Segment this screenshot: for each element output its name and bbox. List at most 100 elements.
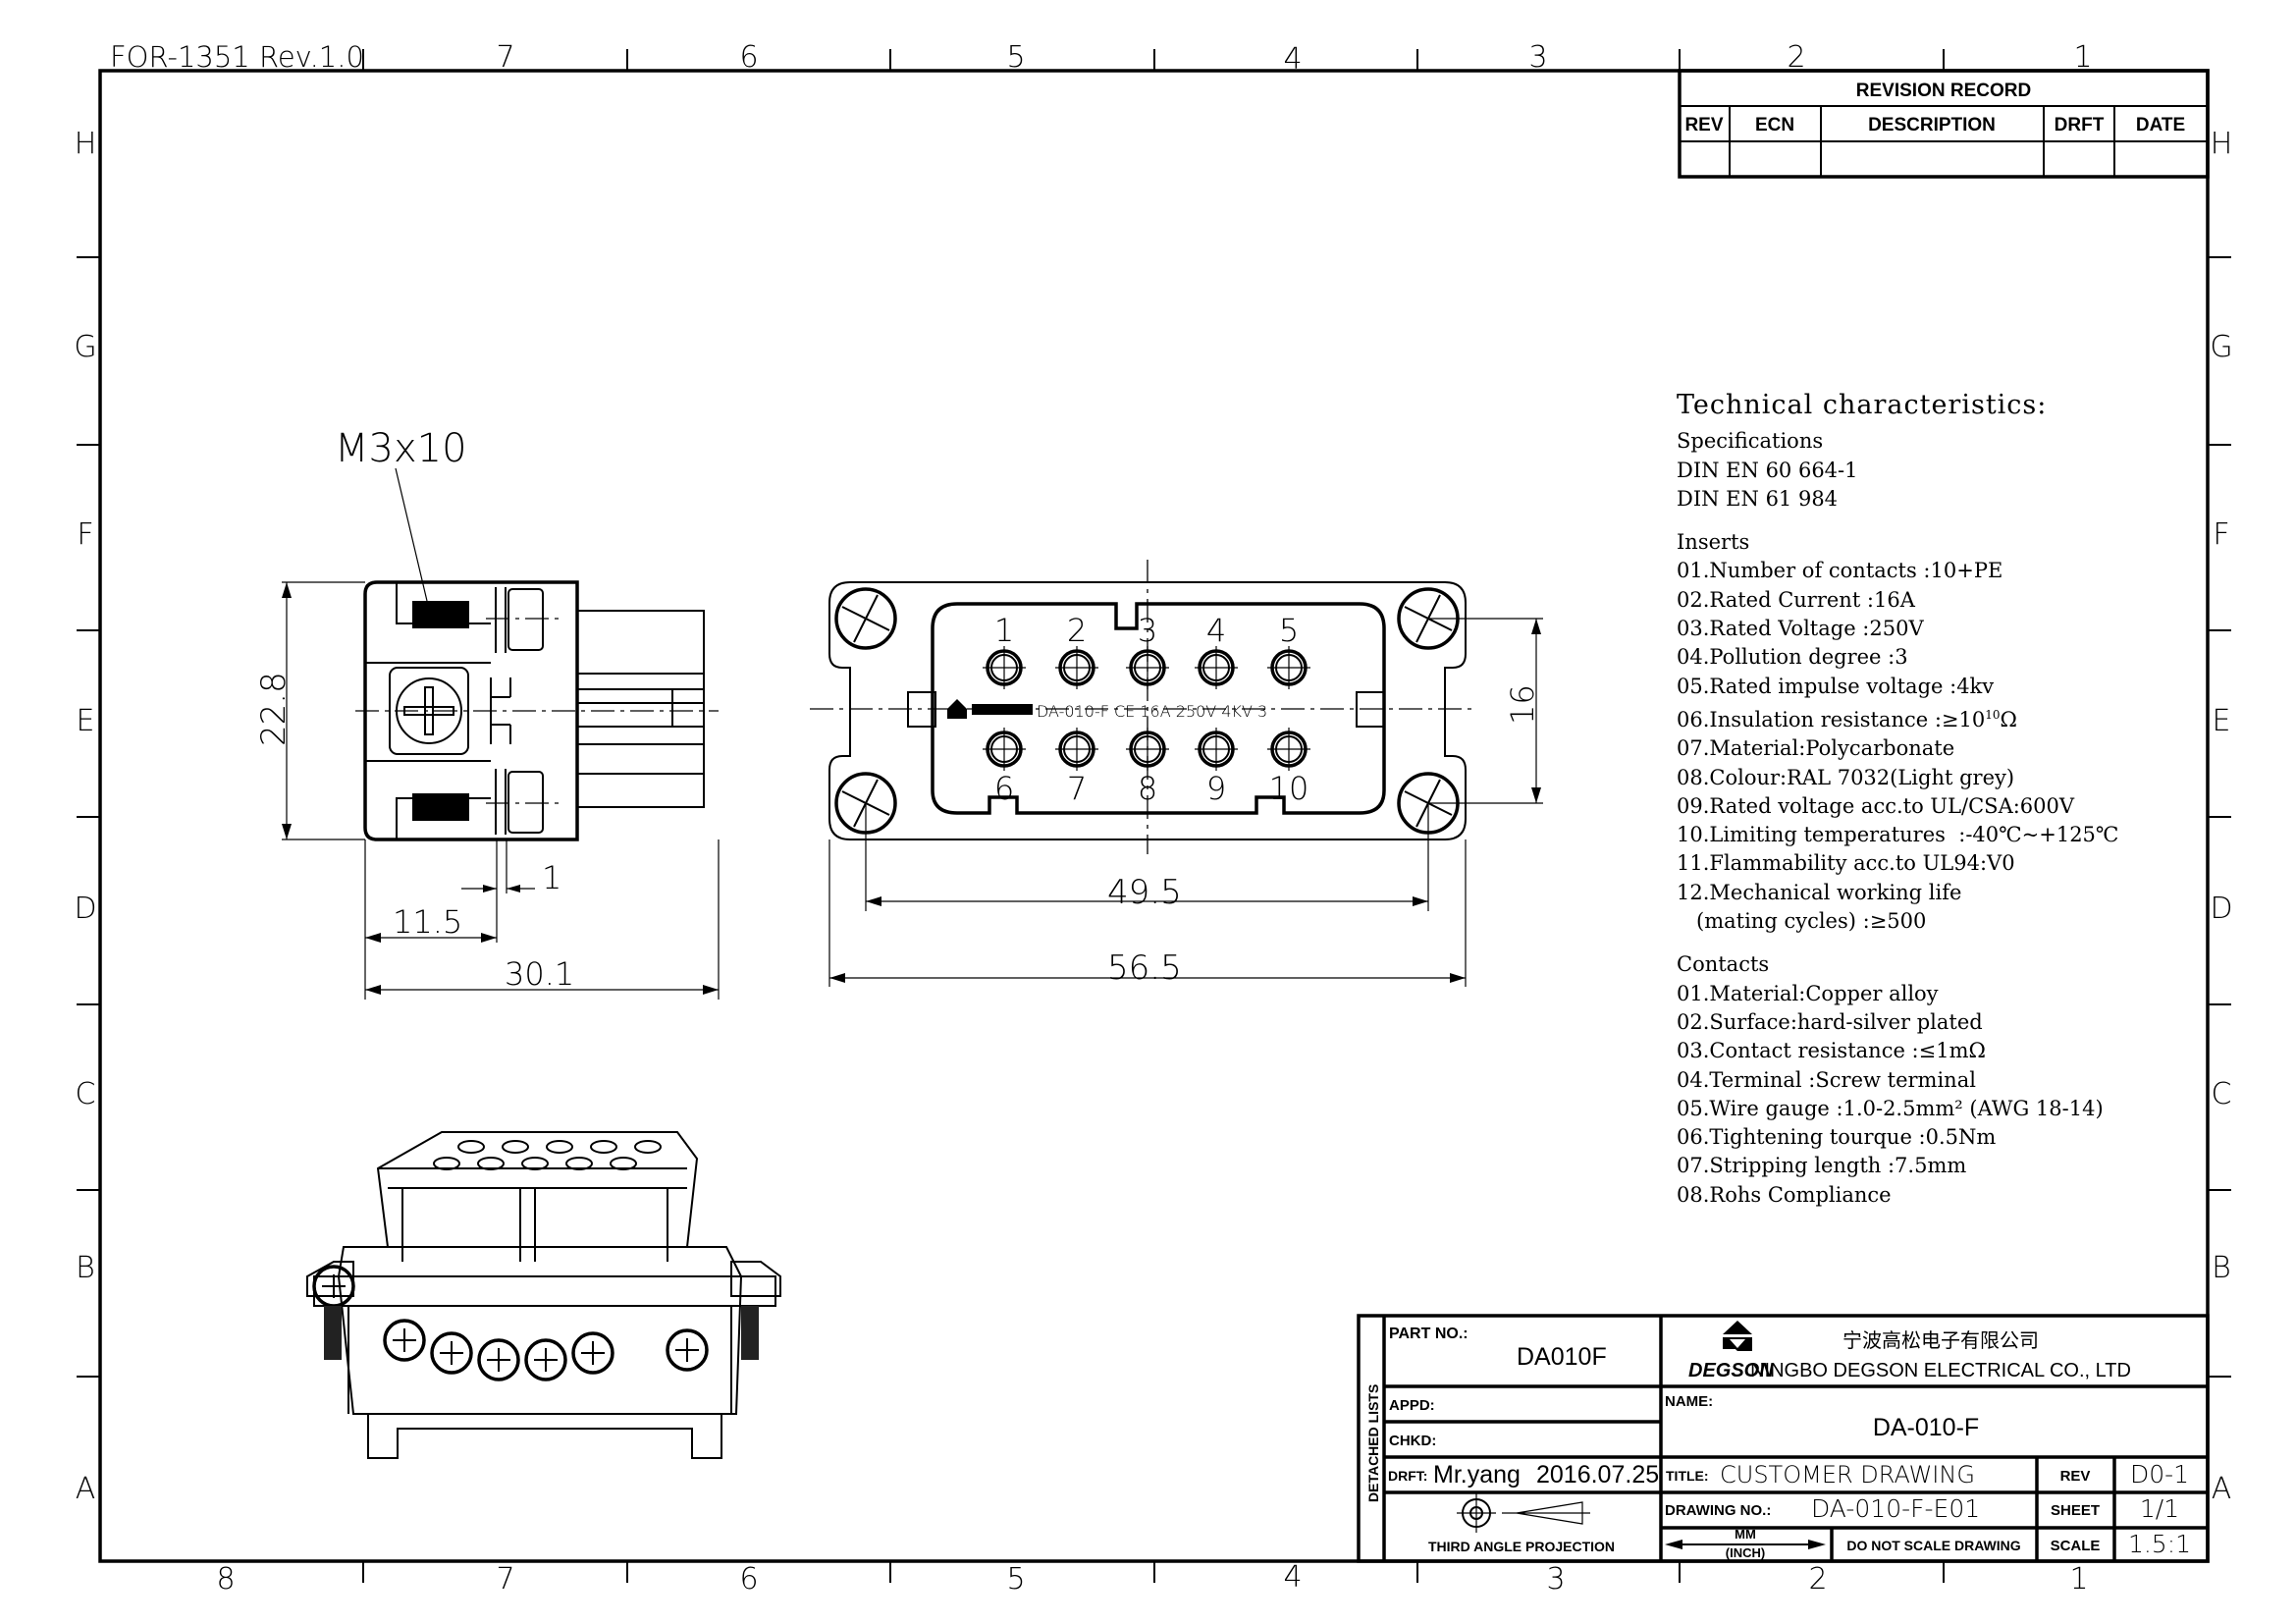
- zone-col-bottom: 6: [739, 1562, 758, 1597]
- zone-row-right: B: [2212, 1251, 2231, 1285]
- contact-item: 06.Tightening tourque :0.5Nm: [1677, 1125, 1997, 1150]
- zone-row-left: A: [76, 1472, 96, 1506]
- degson-logo-icon: [947, 699, 967, 719]
- contact-item: 02.Surface:hard-silver plated: [1677, 1009, 1983, 1034]
- zone-row-right: F: [2213, 517, 2229, 552]
- insert-item: 09.Rated voltage acc.to UL/CSA:600V: [1677, 793, 2075, 818]
- zone-col-top: 3: [1528, 40, 1547, 75]
- inserts-heading: Inserts: [1677, 530, 1750, 555]
- revision-record-table: REVISION RECORD REV ECN DESCRIPTION DRFT…: [1678, 69, 2210, 179]
- contact-item: 03.Contact resistance :≤1mΩ: [1677, 1039, 1986, 1063]
- contact-item: 04.Terminal :Screw terminal: [1677, 1067, 1976, 1092]
- dim-depth: 11.5: [393, 903, 462, 941]
- isometric-view: [306, 1131, 781, 1459]
- zone-col-bottom: 2: [1808, 1562, 1827, 1597]
- zone-labels: 7 6 5 4 3 2 1 8 7 6 5 4 3 2 1 H G F E D …: [74, 40, 2232, 1597]
- technical-characteristics: Technical characteristics:Specifications…: [1677, 391, 2118, 1210]
- spec-item: DIN EN 60 664-1: [1677, 458, 1858, 482]
- zone-col-top: 2: [1787, 40, 1805, 75]
- contact-hole-icon: [433, 1157, 460, 1170]
- insert-item: 04.Pollution degree :3: [1677, 645, 1908, 670]
- zone-row-left: B: [76, 1251, 95, 1285]
- terminal-screw-icon: [430, 1331, 473, 1375]
- contact-hole-icon: [477, 1157, 505, 1170]
- zone-col-bottom: 5: [1006, 1562, 1025, 1597]
- contact-item: 07.Stripping length :7.5mm: [1677, 1154, 1967, 1178]
- insulation-unit: Ω: [2000, 707, 2017, 731]
- dim-56-5: 56.5: [1107, 948, 1182, 988]
- specifications-heading: Specifications: [1677, 429, 1824, 454]
- insert-item: 03.Rated Voltage :250V: [1677, 617, 1924, 641]
- zone-col-top: 4: [1283, 42, 1302, 77]
- contact-number: 7: [1067, 770, 1087, 807]
- contact-number: 5: [1279, 612, 1299, 649]
- dim-16: 16: [1504, 684, 1541, 725]
- zone-row-right: D: [2210, 892, 2232, 926]
- insert-item: 02.Rated Current :16A: [1677, 587, 1915, 612]
- contact-number: 10: [1269, 770, 1309, 807]
- contact-hole-icon: [502, 1140, 529, 1154]
- contact-item: 05.Wire gauge :1.0-2.5mm² (AWG 18-14): [1677, 1096, 2104, 1120]
- screw-thread-top: [412, 601, 469, 628]
- terminal-screw-icon: [666, 1328, 709, 1372]
- zone-col-bottom: 7: [496, 1562, 514, 1597]
- form-id: FOR-1351 Rev.1.0: [110, 40, 364, 74]
- contact-number: 2: [1067, 612, 1087, 649]
- dim-height-22-8: 22.8: [254, 672, 294, 746]
- terminal-screw-icon: [383, 1319, 426, 1362]
- zone-col-top: 6: [739, 40, 758, 75]
- date-header: DATE: [2136, 115, 2185, 135]
- insert-item: (mating cycles) :≥500: [1677, 909, 1927, 934]
- screw-thread-bottom: [412, 793, 469, 821]
- zone-col-bottom: 1: [2069, 1562, 2088, 1597]
- terminal-screw-icon: [524, 1338, 567, 1381]
- spec-item: DIN EN 61 984: [1677, 486, 1839, 511]
- zone-col-top: 1: [2073, 40, 2092, 75]
- contact-number: 4: [1206, 612, 1226, 649]
- insert-item: 12.Mechanical working life: [1677, 880, 1962, 904]
- contact-hole-icon: [546, 1140, 573, 1154]
- contact-hole-icon: [634, 1140, 662, 1154]
- zone-ticks: [77, 49, 2231, 1583]
- zone-row-right: A: [2212, 1472, 2232, 1506]
- insert-item: 07.Material:Polycarbonate: [1677, 736, 1955, 761]
- zone-row-right: E: [2213, 704, 2231, 738]
- contact-hole-icon: [610, 1157, 637, 1170]
- mounting-screw-icon: [834, 587, 897, 650]
- insulation-exponent: 10: [1985, 707, 2001, 722]
- insert-item: 01.Number of contacts :10+PE: [1677, 559, 2003, 583]
- contact-item: 08.Rohs Compliance: [1677, 1182, 1892, 1207]
- dim-offset: 1: [542, 859, 561, 896]
- zone-row-left: F: [77, 517, 93, 552]
- ecn-header: ECN: [1755, 115, 1794, 135]
- zone-col-top: 7: [496, 40, 514, 75]
- contact-grid: [983, 646, 1310, 771]
- zone-col-bottom: 3: [1546, 1562, 1565, 1597]
- revision-record-title: REVISION RECORD: [1856, 81, 2031, 101]
- contact-hole-icon: [590, 1140, 617, 1154]
- contacts-heading: Contacts: [1677, 952, 1770, 977]
- dim-length: 30.1: [505, 955, 574, 993]
- zone-row-left: H: [75, 127, 97, 161]
- zone-col-bottom: 8: [216, 1562, 235, 1597]
- screw-callout: M3x10: [335, 426, 467, 471]
- drft-header: DRFT: [2055, 115, 2105, 135]
- contact-number: 1: [994, 612, 1014, 649]
- contact-hole-icon: [565, 1157, 593, 1170]
- contact-number: 9: [1206, 770, 1226, 807]
- contact-number: 8: [1138, 770, 1157, 807]
- insert-item: 11.Flammability acc.to UL94:V0: [1677, 851, 2015, 876]
- description-header: DESCRIPTION: [1868, 115, 1996, 135]
- rev-header: REV: [1684, 115, 1723, 135]
- zone-row-right: H: [2211, 127, 2233, 161]
- contact-hole-icon: [457, 1140, 485, 1154]
- contact-item: 01.Material:Copper alloy: [1677, 981, 1939, 1005]
- front-view: 1 2 3 4 5 6 7 8 9 10 DA-010-F CE 16A 250…: [810, 560, 1543, 988]
- insert-marking: DA-010-F CE 16A 250V 4KV 3: [1037, 702, 1267, 721]
- terminal-screw-icon: [571, 1331, 614, 1375]
- zone-row-left: C: [76, 1077, 96, 1111]
- zone-row-left: D: [74, 892, 96, 926]
- side-view: M3x10 22.8 1 11.5 30.1: [254, 426, 720, 1000]
- zone-row-right: G: [2210, 330, 2232, 364]
